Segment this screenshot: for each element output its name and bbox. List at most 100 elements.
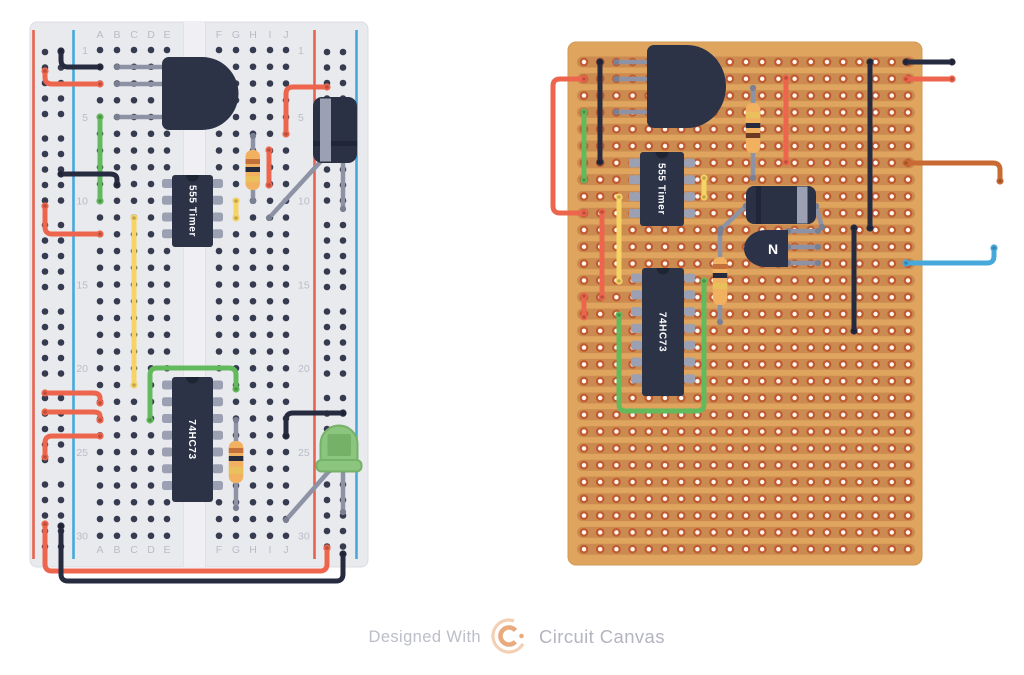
hole xyxy=(232,348,240,355)
strip-hole xyxy=(581,429,587,434)
wire-end xyxy=(282,432,290,440)
strip-hole xyxy=(792,547,797,552)
resistor-band xyxy=(245,176,260,182)
ic-pin xyxy=(162,414,173,423)
strip-hole xyxy=(679,446,684,451)
hole xyxy=(113,515,121,523)
strip-hole xyxy=(792,76,797,82)
strip-hole xyxy=(873,513,878,518)
strip-hole xyxy=(598,177,603,182)
strip-hole xyxy=(808,311,813,317)
strip-hole xyxy=(841,479,846,485)
wire-end xyxy=(282,130,290,138)
strip-hole xyxy=(760,379,765,384)
wire-end xyxy=(113,63,121,71)
wire-end xyxy=(249,197,257,205)
strip-hole xyxy=(727,379,732,384)
strip-hole xyxy=(743,395,749,401)
strip-hole xyxy=(905,93,911,98)
strip-hole xyxy=(598,395,603,401)
capacitor-crimp xyxy=(756,186,761,224)
strip-hole xyxy=(614,513,619,518)
strip-hole xyxy=(614,429,619,434)
row-label: 10 xyxy=(76,196,88,208)
hole xyxy=(282,180,290,188)
strip-hole xyxy=(841,395,846,401)
strip-hole xyxy=(630,395,635,401)
ic-pin xyxy=(684,192,695,202)
wire-end xyxy=(598,293,606,301)
rail-hole xyxy=(323,48,331,56)
hole xyxy=(249,448,257,456)
wire-end xyxy=(113,181,121,189)
resistor-band xyxy=(712,273,728,278)
strip-hole xyxy=(695,194,700,199)
hole xyxy=(130,465,138,473)
wire-end-hole xyxy=(132,383,136,387)
strip-hole xyxy=(857,143,862,149)
strip-hole xyxy=(808,295,813,300)
strip-hole xyxy=(776,547,781,552)
hole xyxy=(215,314,223,322)
hole xyxy=(249,381,257,389)
strip-hole xyxy=(646,496,651,501)
hole xyxy=(249,515,257,523)
strip-hole xyxy=(711,328,716,333)
wire-end-hole xyxy=(852,329,856,333)
hole xyxy=(249,281,257,288)
wire-end xyxy=(41,389,49,397)
column-label: C xyxy=(130,29,138,41)
strip-hole xyxy=(841,143,846,149)
wire-end xyxy=(96,80,104,88)
strip-hole xyxy=(646,479,651,485)
wire-end xyxy=(41,520,49,528)
rail-hole xyxy=(323,481,331,488)
hole xyxy=(147,281,155,288)
strip-hole xyxy=(598,328,603,333)
hole xyxy=(96,331,104,339)
strip-hole xyxy=(905,479,911,485)
strip-hole xyxy=(841,446,846,451)
hole xyxy=(249,113,257,121)
hole xyxy=(113,415,121,422)
row-label: 15 xyxy=(298,279,310,291)
hole xyxy=(215,46,223,54)
rail-hole xyxy=(57,150,65,158)
ic-notch xyxy=(655,152,669,159)
strip-hole xyxy=(743,412,749,417)
hole xyxy=(282,147,290,154)
hole xyxy=(282,398,290,406)
wire-end xyxy=(902,58,910,66)
hole xyxy=(266,431,274,439)
wire-end-hole xyxy=(98,65,102,69)
strip-hole xyxy=(711,227,716,233)
hole xyxy=(266,532,274,540)
hole xyxy=(96,264,104,272)
strip-hole xyxy=(824,345,830,350)
strip-hole xyxy=(841,93,846,98)
strip-hole xyxy=(873,328,878,333)
strip-hole xyxy=(889,160,894,165)
strip-hole xyxy=(630,127,635,132)
strip-hole xyxy=(614,496,619,501)
strip-hole xyxy=(727,160,732,165)
wire xyxy=(283,84,330,137)
timer-ic-label: 555 Timer xyxy=(187,185,198,237)
strip-hole xyxy=(711,244,716,249)
wire-end xyxy=(850,327,858,335)
strip-hole xyxy=(824,328,830,333)
wire-end-hole xyxy=(267,183,271,187)
hole xyxy=(130,431,138,439)
strip-hole xyxy=(841,59,846,65)
column-label: H xyxy=(249,544,257,556)
hole xyxy=(147,214,155,221)
strip-hole xyxy=(679,496,684,501)
strip-hole xyxy=(679,143,684,149)
column-label: H xyxy=(249,29,257,41)
column-label: C xyxy=(130,544,138,556)
strip-hole xyxy=(695,530,700,535)
strip-hole xyxy=(857,446,862,451)
strip-hole xyxy=(889,345,894,350)
strip-hole xyxy=(857,93,862,98)
strip-hole xyxy=(808,379,813,384)
